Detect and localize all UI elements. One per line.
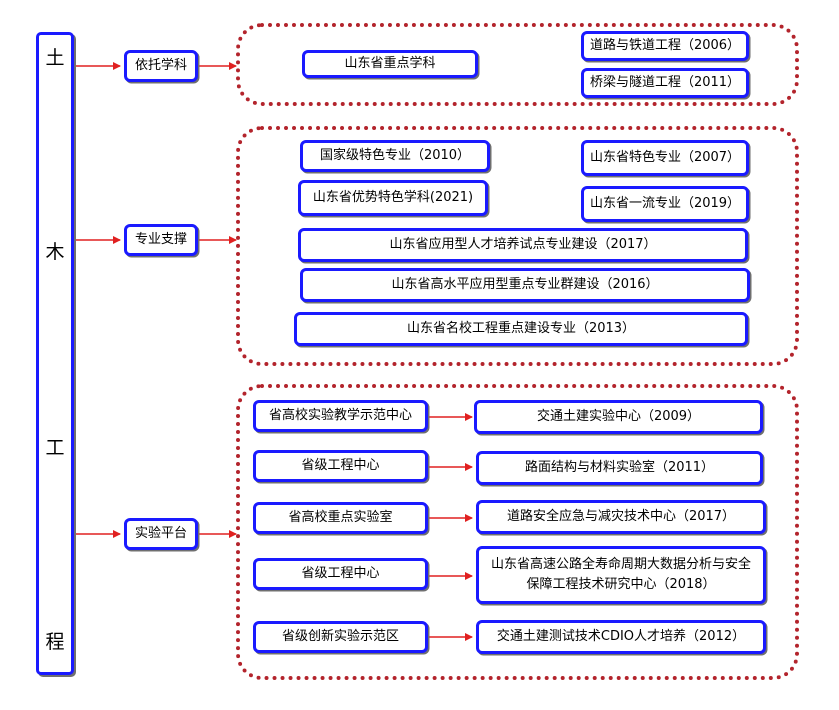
platform-node: 道路安全应急与减灾技术中心（2017） bbox=[476, 500, 766, 534]
group-container bbox=[236, 23, 799, 106]
platform-node: 路面结构与材料实验室（2011） bbox=[476, 451, 763, 485]
root-char: 程 bbox=[45, 631, 65, 653]
platform-level-node: 省高校实验教学示范中心 bbox=[253, 400, 428, 432]
group-container bbox=[236, 384, 799, 680]
platform-level-node: 省级工程中心 bbox=[253, 558, 428, 590]
subject-node: 山东省重点学科 bbox=[302, 50, 478, 78]
platform-node-line: 保障工程技术研究中心（2018） bbox=[526, 577, 716, 592]
root-char: 土 bbox=[45, 47, 65, 69]
platform-level-node: 省级创新实验示范区 bbox=[253, 621, 428, 653]
program-node: 山东省一流专业（2019） bbox=[581, 186, 749, 222]
platform-node: 交通土建测试技术CDIO人才培养（2012） bbox=[476, 620, 766, 654]
root-node: 土 木 工 程 bbox=[36, 32, 74, 675]
program-node: 山东省应用型人才培养试点专业建设（2017） bbox=[298, 228, 748, 262]
group-container bbox=[236, 126, 799, 366]
program-node: 山东省特色专业（2007） bbox=[581, 140, 749, 176]
root-char: 木 bbox=[45, 241, 65, 263]
platform-node-line: 山东省高速公路全寿命周期大数据分析与安全 bbox=[490, 557, 751, 572]
platform-node: 山东省高速公路全寿命周期大数据分析与安全 保障工程技术研究中心（2018） bbox=[476, 546, 766, 604]
platform-level-node: 省高校重点实验室 bbox=[253, 502, 428, 534]
root-char: 工 bbox=[45, 437, 65, 459]
branch-node: 专业支撑 bbox=[124, 224, 198, 256]
platform-node: 交通土建实验中心（2009） bbox=[474, 400, 763, 434]
subject-node: 桥梁与隧道工程（2011） bbox=[581, 68, 749, 98]
program-node: 山东省名校工程重点建设专业（2013） bbox=[294, 312, 748, 346]
program-node: 国家级特色专业（2010） bbox=[300, 140, 490, 172]
program-node: 山东省优势特色学科(2021) bbox=[298, 180, 488, 216]
subject-node: 道路与铁道工程（2006） bbox=[581, 31, 749, 61]
branch-node: 实验平台 bbox=[124, 518, 198, 550]
branch-node: 依托学科 bbox=[124, 50, 198, 82]
platform-level-node: 省级工程中心 bbox=[253, 450, 428, 482]
program-node: 山东省高水平应用型重点专业群建设（2016） bbox=[300, 268, 750, 302]
